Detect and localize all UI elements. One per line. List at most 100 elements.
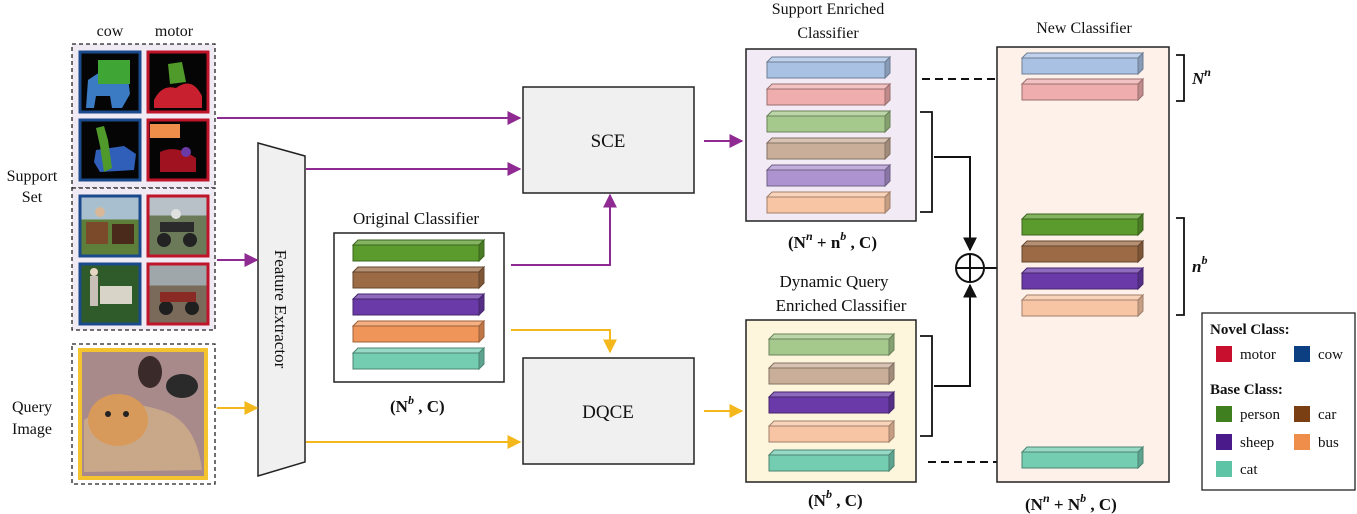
new-classifier-box — [996, 46, 1170, 483]
original-bar-bus — [351, 319, 486, 344]
brace-base-sup: b — [1201, 253, 1207, 267]
legend-label-cow: cow — [1318, 347, 1343, 363]
original-bar-car — [351, 265, 486, 290]
brace-base — [1176, 217, 1185, 316]
support-enriched-bar-cow — [765, 55, 892, 80]
new-bar-cow — [1020, 51, 1145, 76]
new-bar-sheep — [1020, 266, 1145, 291]
query-image — [78, 348, 208, 480]
bracket-support-base — [920, 111, 933, 213]
legend-item-car: car — [1294, 406, 1336, 423]
support-enriched-bar-sheep — [765, 163, 892, 188]
new-bar-car — [1020, 239, 1145, 264]
original-classifier-dim: (Nb , C) — [390, 393, 445, 416]
support-mask-motor-2 — [146, 118, 210, 182]
dynamic-query-title-line2: Enriched Classifier — [776, 296, 907, 315]
legend-label-sheep: sheep — [1240, 435, 1274, 451]
legend-swatch-motor — [1216, 346, 1232, 362]
legend-swatch-bus — [1294, 434, 1310, 450]
legend-item-person: person — [1216, 406, 1280, 423]
bracket-query-base — [920, 335, 933, 437]
original-classifier-title: Original Classifier — [353, 209, 479, 228]
query-image-label-line1: Query — [12, 399, 52, 416]
dynamic-query-bar-car — [767, 361, 896, 386]
new-classifier-title: New Classifier — [1036, 20, 1132, 37]
legend-item-sheep: sheep — [1216, 434, 1274, 451]
arrow-support-base-to-sum — [934, 156, 977, 252]
support-mask-cow-1 — [78, 50, 142, 114]
legend-swatch-person — [1216, 406, 1232, 422]
legend-label-car: car — [1318, 407, 1336, 423]
support-enriched-bar-person — [765, 109, 892, 134]
dqce-block — [522, 357, 695, 465]
new-classifier-dim-sup2: b — [1080, 491, 1086, 505]
support-image-cow-2 — [78, 262, 142, 326]
arrow-original-to-sce — [511, 193, 617, 266]
arrow-query-base-to-sum — [934, 283, 977, 387]
brace-novel-sup: n — [1204, 65, 1211, 79]
legend-label-person: person — [1240, 407, 1280, 423]
support-enriched-dim-sup2: b — [840, 229, 846, 243]
new-classifier-dim: (Nn + Nb , C) — [1025, 491, 1117, 514]
sce-label: SCE — [591, 131, 626, 152]
support-enriched-bars — [765, 55, 892, 215]
legend-base-title: Base Class: — [1210, 382, 1283, 398]
support-image-cow-1 — [78, 194, 142, 258]
original-bar-cat — [351, 346, 486, 371]
dynamic-query-bar-cat — [767, 448, 896, 473]
legend-item-motor: motor — [1216, 346, 1276, 363]
legend-label-motor: motor — [1240, 347, 1276, 363]
legend-swatch-sheep — [1216, 434, 1232, 450]
legend-item-cat: cat — [1216, 461, 1258, 478]
legend-label-cat: cat — [1240, 462, 1258, 478]
query-image-group — [71, 343, 216, 485]
new-bar-motor — [1020, 77, 1145, 102]
legend-item-cow: cow — [1294, 346, 1343, 363]
support-enriched-bar-bus — [765, 190, 892, 215]
support-image-motor-2 — [146, 262, 210, 326]
support-mask-cow-2 — [78, 118, 142, 182]
legend-swatch-cow — [1294, 346, 1310, 362]
legend-item-bus: bus — [1294, 434, 1339, 451]
feature-extractor-block — [257, 142, 306, 478]
support-enriched-title-line2: Classifier — [797, 25, 859, 42]
dynamic-query-bar-person — [767, 332, 896, 357]
dynamic-query-title-line1: Dynamic Query — [779, 272, 889, 291]
brace-novel-label: Nn — [1191, 65, 1211, 88]
legend-label-bus: bus — [1318, 435, 1339, 451]
query-image-label-line2: Image — [12, 421, 52, 438]
legend-novel-title: Novel Class: — [1210, 322, 1290, 338]
dynamic-query-bar-sheep — [767, 390, 896, 415]
support-enriched-bar-motor — [765, 82, 892, 107]
brace-base-label: nb — [1192, 253, 1207, 276]
new-classifier-dim-sup1: n — [1043, 491, 1050, 505]
dynamic-query-dim-sup: b — [826, 487, 832, 501]
support-enriched-bar-car — [765, 136, 892, 161]
sce-block — [522, 86, 695, 194]
brace-novel — [1176, 54, 1185, 102]
dynamic-query-dim: (Nb , C) — [808, 487, 863, 510]
legend-swatch-cat — [1216, 461, 1232, 477]
original-classifier-bars — [351, 238, 486, 371]
legend-swatch-car — [1294, 406, 1310, 422]
support-set-label-line1: Support — [7, 168, 58, 185]
original-classifier-dim-sup: b — [408, 393, 414, 407]
support-mask-motor-1 — [146, 50, 210, 114]
original-bar-sheep — [351, 292, 486, 317]
original-bar-person — [351, 238, 486, 263]
new-bar-bus — [1020, 293, 1145, 318]
support-image-motor-1 — [146, 194, 210, 258]
legend: Novel Class: Base Class: motor cow person c… — [1201, 312, 1356, 491]
support-enriched-dim: (Nn + nb , C) — [788, 229, 877, 252]
sum-operator-icon — [955, 253, 985, 283]
support-set-label-line2: Set — [22, 189, 43, 206]
dynamic-query-bars — [767, 332, 896, 473]
new-bar-cat — [1020, 445, 1145, 470]
legend-items: motor cow person car sheep bus cat — [1216, 346, 1343, 478]
dynamic-query-bar-bus — [767, 419, 896, 444]
support-enriched-title-line1: Support Enriched — [772, 1, 884, 18]
arrow-original-to-dqce — [511, 329, 617, 354]
support-enriched-dim-sup1: n — [806, 229, 813, 243]
col-label-motor: motor — [155, 23, 194, 40]
